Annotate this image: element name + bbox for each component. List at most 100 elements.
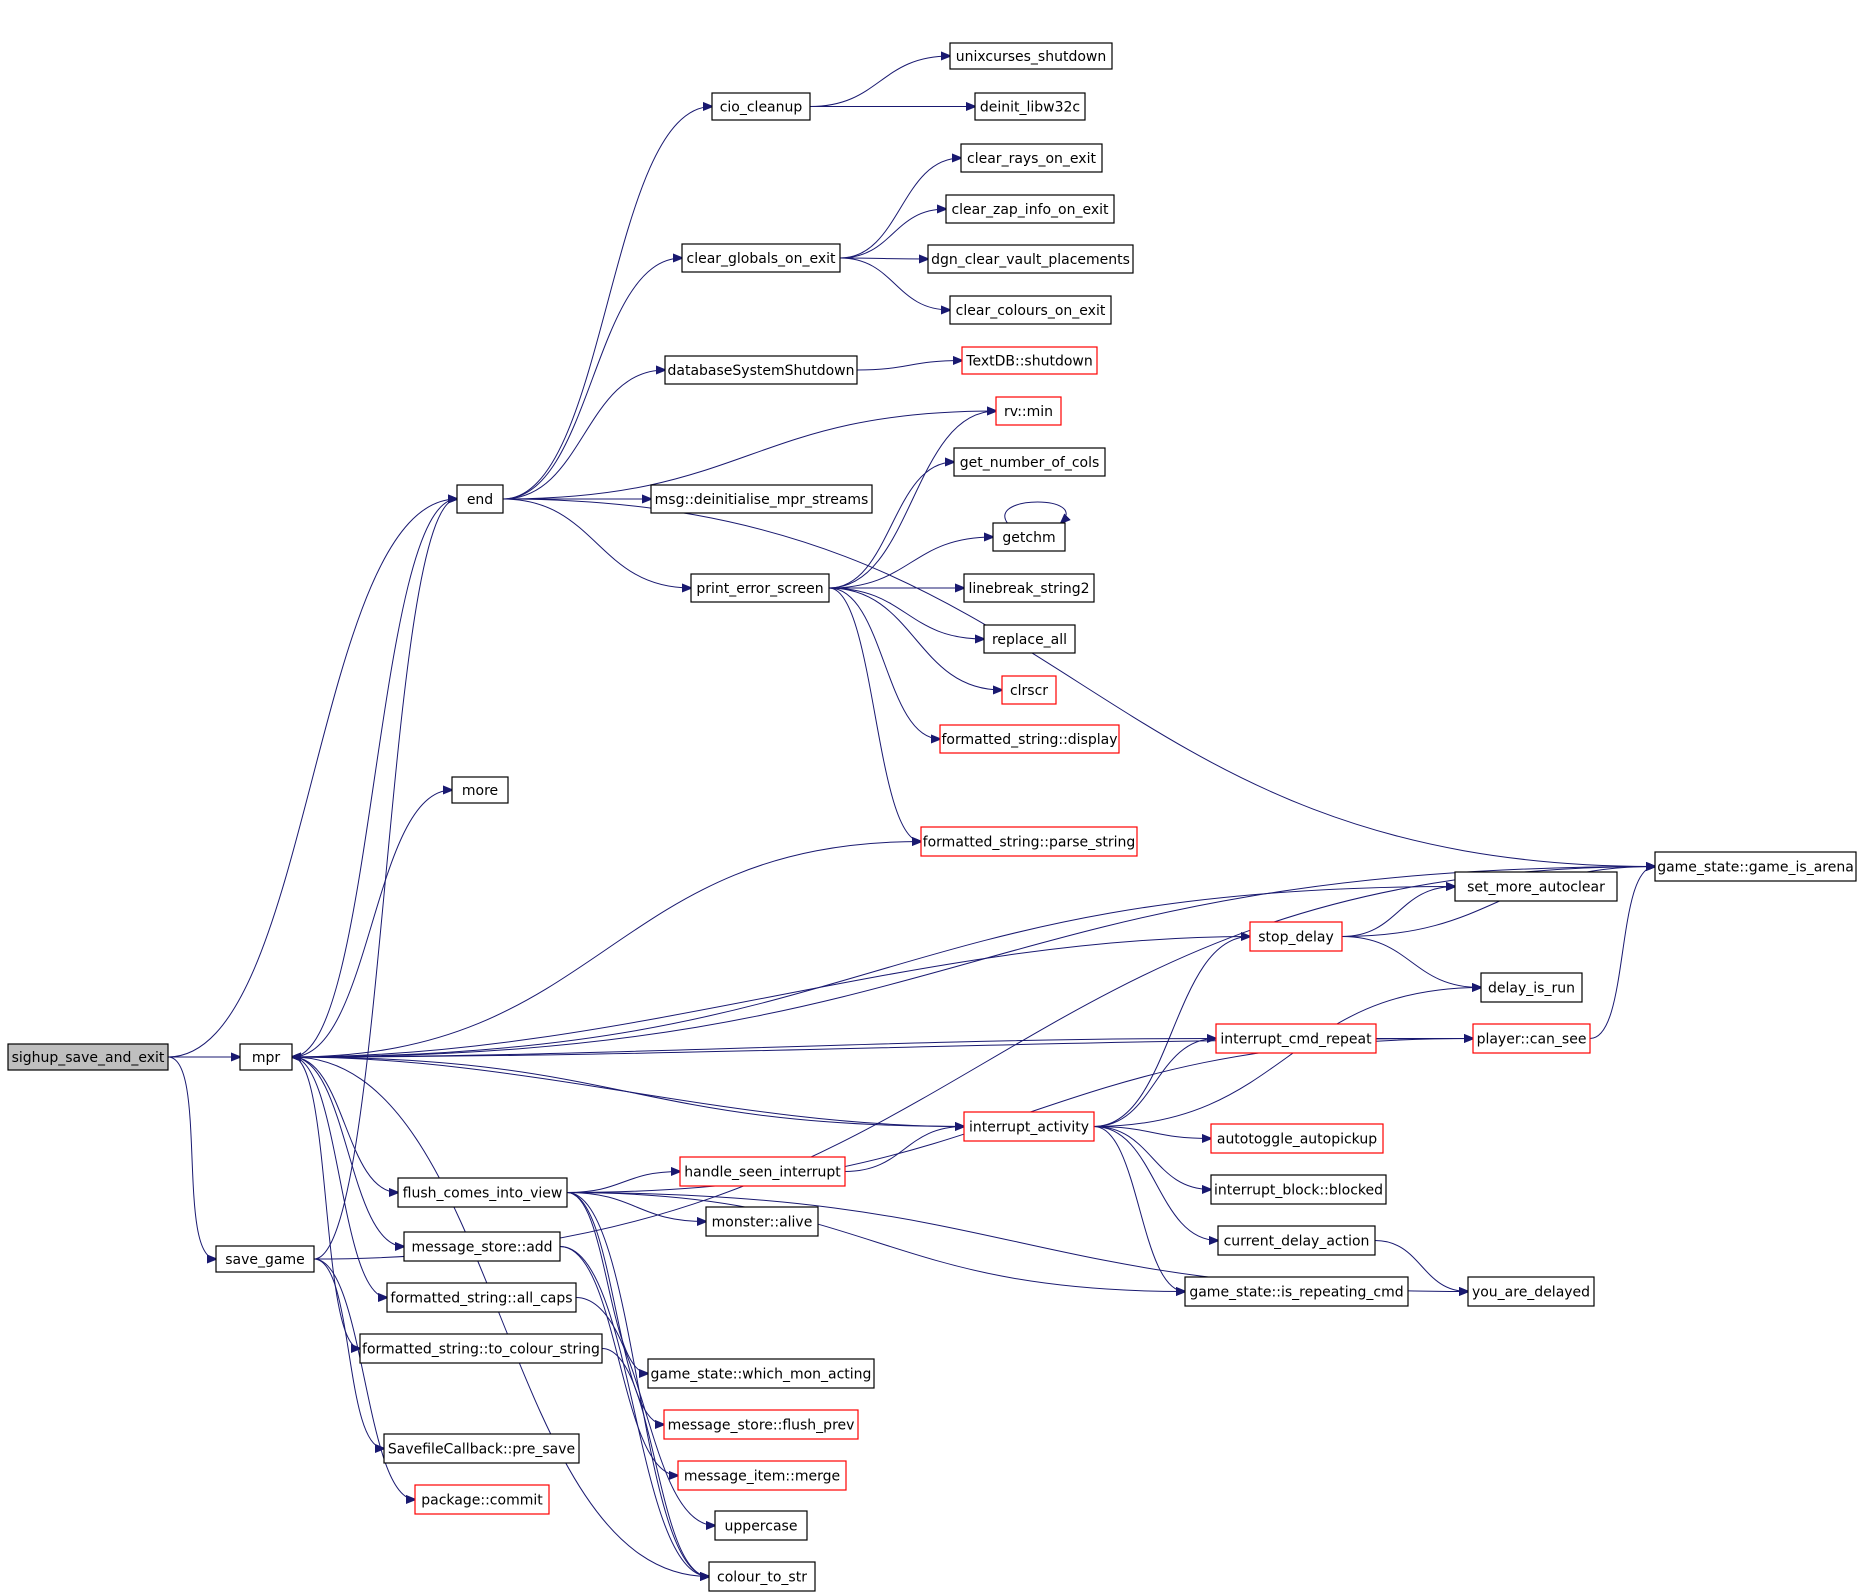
node-is-repeating-cmd[interactable]: game_state::is_repeating_cmd [1184,1276,1409,1307]
node-handle-seen-interrupt[interactable]: handle_seen_interrupt [679,1156,846,1187]
nodes: sighup_save_and_exit mpr save_game end more c… [7,42,1857,1592]
node-clear-globals-on-exit[interactable]: clear_globals_on_exit [681,243,841,273]
node-box [995,396,1062,426]
edge [828,587,921,842]
edge [566,1192,706,1222]
node-interrupt-block-blocked[interactable]: interrupt_block::blocked [1210,1174,1387,1205]
node-label: clear_zap_info_on_exit [951,202,1109,218]
node-box [386,1282,577,1313]
node-end[interactable]: end [456,484,504,514]
node-package-commit[interactable]: package::commit [414,1484,550,1515]
edge [291,499,457,1058]
node-colour-to-str[interactable]: colour_to_str [708,1561,816,1592]
node-label: formatted_string::parse_string [923,835,1136,851]
node-message-store-flush-prev[interactable]: message_store::flush_prev [663,1409,859,1440]
node-box [650,484,873,514]
node-message-store-add[interactable]: message_store::add [403,1231,561,1262]
node-sighup[interactable]: sighup_save_and_exit [7,1043,169,1071]
node-stop-delay[interactable]: stop_delay [1249,921,1343,952]
node-autotoggle-autopickup[interactable]: autotoggle_autopickup [1210,1123,1384,1154]
edge-clear-globals-on-exit-to-clear-colours-on-exit [839,257,950,310]
node-interrupt-cmd-repeat[interactable]: interrupt_cmd_repeat [1215,1023,1377,1054]
edge [601,1348,709,1577]
node-fs-to-colour-string[interactable]: formatted_string::to_colour_string [359,1333,603,1364]
node-box [215,1245,315,1273]
edge [502,258,682,500]
node-box [7,1043,169,1071]
node-label: game_state::which_mon_acting [651,1367,872,1383]
node-save-game[interactable]: save_game [215,1245,315,1273]
node-replace-all[interactable]: replace_all [983,624,1076,654]
node-clrscr[interactable]: clrscr [1001,675,1057,705]
node-game-is-arena[interactable]: game_state::game_is_arena [1654,851,1857,882]
edge-interrupt-activity-to-autotoggle-autopickup [1093,1126,1211,1139]
edge-end-to-print-error-screen [502,498,691,588]
node-label: msg::deinitialise_mpr_streams [655,492,869,508]
node-label: SavefileCallback::pre_save [388,1442,575,1458]
node-box [664,355,858,385]
edge [313,499,457,1260]
node-label: more [462,783,498,799]
node-box [359,1333,603,1364]
node-interrupt-activity[interactable]: interrupt_activity [963,1111,1095,1142]
node-deinit-libw32c[interactable]: deinit_libw32c [974,92,1086,121]
node-label: print_error_screen [696,581,823,597]
edge [291,842,921,1058]
node-box [383,1433,580,1464]
node-dgn-clear-vault-placements[interactable]: dgn_clear_vault_placements [927,244,1134,274]
edge-interrupt-activity-to-stop-delay [1093,937,1250,1127]
edge-end-to-game-is-arena [502,498,1655,867]
edge [566,1172,680,1193]
node-clear-zap-info-on-exit[interactable]: clear_zap_info_on_exit [945,194,1115,224]
node-current-delay-action[interactable]: current_delay_action [1217,1225,1376,1256]
node-print-error-screen[interactable]: print_error_screen [690,573,830,603]
edge-flush-comes-into-view-to-monster-alive [566,1192,706,1222]
node-fs-all-caps[interactable]: formatted_string::all_caps [386,1282,577,1313]
node-textdb-shutdown[interactable]: TextDB::shutdown [961,346,1098,375]
node-uppercase[interactable]: uppercase [714,1510,808,1541]
node-box [1480,972,1583,1003]
edge-fs-to-colour-string-to-colour-to-str [601,1348,709,1577]
node-cio-cleanup[interactable]: cio_cleanup [711,92,811,121]
node-which-mon-acting[interactable]: game_state::which_mon_acting [647,1358,875,1389]
edge [291,867,1655,1058]
node-box [451,776,509,804]
edge-interrupt-activity-to-is-repeating-cmd [1093,1126,1185,1292]
node-label: replace_all [992,632,1067,648]
node-player-can-see[interactable]: player::can_see [1472,1023,1591,1054]
node-unixcurses-shutdown[interactable]: unixcurses_shutdown [949,42,1113,70]
node-get-number-of-cols[interactable]: get_number_of_cols [953,447,1106,477]
node-label: sighup_save_and_exit [12,1050,165,1066]
edge-mpr-to-set-more-autoclear [291,887,1455,1058]
node-databaseSystemShutdown[interactable]: databaseSystemShutdown [664,355,858,385]
node-you-are-delayed[interactable]: you_are_delayed [1467,1276,1595,1307]
node-message-item-merge[interactable]: message_item::merge [677,1460,847,1491]
node-set-more-autoclear[interactable]: set_more_autoclear [1454,871,1618,902]
node-label: databaseSystemShutdown [667,363,854,379]
node-flush-comes-into-view[interactable]: flush_comes_into_view [397,1177,568,1208]
node-clear-colours-on-exit[interactable]: clear_colours_on_exit [949,295,1112,325]
node-clear-rays-on-exit[interactable]: clear_rays_on_exit [960,143,1103,173]
edge [839,258,928,259]
node-msg-deinit[interactable]: msg::deinitialise_mpr_streams [650,484,873,514]
node-label: get_number_of_cols [960,455,1100,471]
node-monster-alive[interactable]: monster::alive [705,1206,819,1237]
node-linebreak-string2[interactable]: linebreak_string2 [963,573,1095,603]
edge-sighup-to-save-game [167,1056,216,1259]
node-box [1215,1023,1377,1054]
node-getchm[interactable]: getchm [992,522,1066,552]
node-more[interactable]: more [451,776,509,804]
node-delay-is-run[interactable]: delay_is_run [1480,972,1583,1003]
node-savefile-pre-save[interactable]: SavefileCallback::pre_save [383,1433,580,1464]
node-label: package::commit [421,1493,543,1509]
node-box [992,522,1066,552]
node-fs-parse-string[interactable]: formatted_string::parse_string [920,826,1138,857]
node-box [239,1043,293,1071]
node-mpr[interactable]: mpr [239,1043,293,1071]
node-fs-display[interactable]: formatted_string::display [939,724,1120,754]
node-rv-min[interactable]: rv::min [995,396,1062,426]
edge [828,411,996,589]
node-box [677,1460,847,1491]
node-label: TextDB::shutdown [965,354,1092,370]
